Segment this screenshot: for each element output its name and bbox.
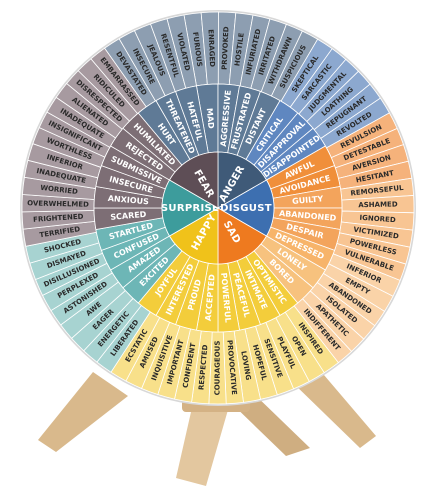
middle-label-guilty: GUILTY — [292, 194, 324, 206]
middle-label-anxious: ANXIOUS — [107, 194, 149, 207]
outer-label-frightened: FRIGHTENED — [33, 213, 84, 224]
stand-left-leg — [38, 372, 128, 452]
core-segment-fear — [168, 151, 219, 209]
outer-label-courageous: COURAGEOUS — [214, 341, 222, 396]
stand-front-leg — [176, 390, 232, 486]
middle-label-mad: MAD — [205, 108, 216, 130]
middle-label-accepted: ACCEPTED — [204, 274, 217, 322]
core-segment-anger — [217, 151, 268, 209]
core-label-disgust: DISGUST — [220, 203, 272, 214]
core-segment-disgust — [217, 179, 275, 237]
middle-label-scared: SCARED — [110, 210, 147, 222]
outer-label-ignored: IGNORED — [359, 214, 396, 224]
core-segment-happy — [168, 207, 219, 265]
outer-label-overwhelmed: OVERWHELMED — [27, 199, 89, 209]
core-segment-sad — [217, 207, 268, 265]
stand-right-leg — [290, 368, 376, 448]
core-label-surprise: SURPRISE — [161, 203, 219, 214]
core-segment-surprise — [161, 179, 219, 237]
wooden-stand — [38, 368, 376, 486]
outer-label-provoked: PROVOKED — [220, 26, 230, 70]
outer-label-enraged: ENRAGED — [207, 29, 217, 67]
middle-label-powerful: POWERFUL — [219, 272, 232, 323]
outer-label-ashamed: ASHAMED — [358, 200, 398, 209]
